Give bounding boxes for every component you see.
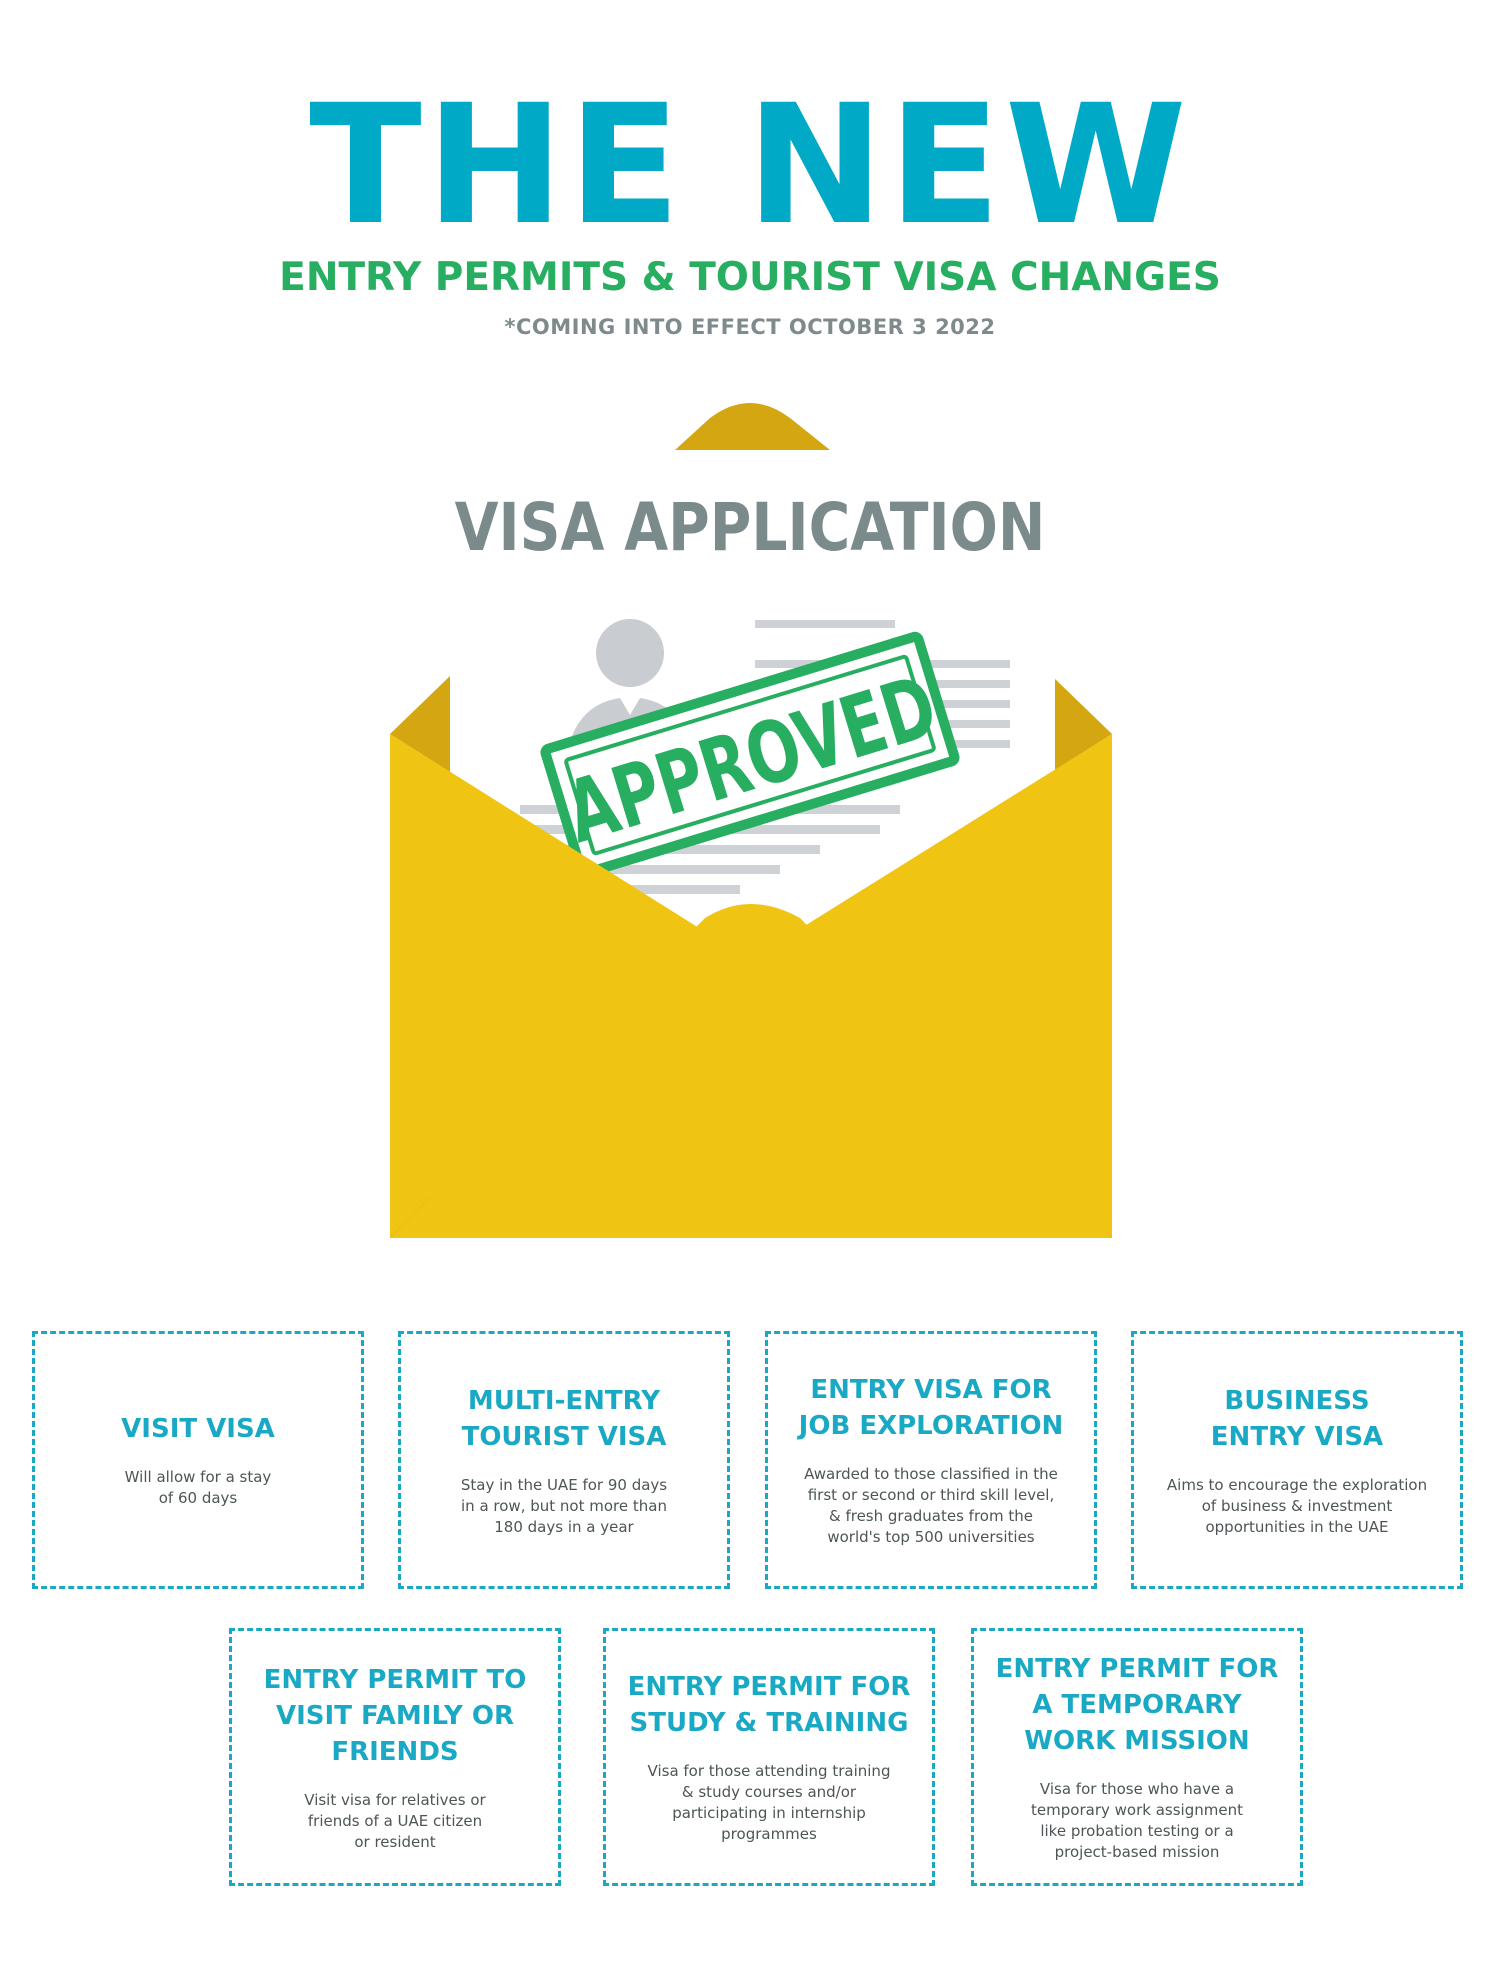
card-description: Stay in the UAE for 90 days in a row, bu… bbox=[460, 1475, 668, 1536]
card-description: Visit visa for relatives or friends of a… bbox=[304, 1790, 486, 1851]
person-avatar-icon bbox=[565, 619, 695, 765]
visa-card-study-training: ENTRY PERMIT FOR STUDY & TRAINING Visa f… bbox=[603, 1628, 935, 1886]
card-title: MULTI-ENTRY TOURIST VISA bbox=[461, 1385, 667, 1452]
card-title: ENTRY PERMIT FOR A TEMPORARY WORK MISSIO… bbox=[995, 1654, 1279, 1756]
envelope-back-left bbox=[390, 676, 450, 772]
headline: THE NEW bbox=[309, 69, 1191, 261]
card-title: BUSINESS ENTRY VISA bbox=[1210, 1385, 1384, 1452]
stamp-text: APPROVED bbox=[555, 656, 948, 862]
approved-stamp-icon: APPROVED bbox=[540, 631, 960, 879]
envelope-back-right bbox=[1052, 676, 1112, 772]
visa-card-job-exploration: ENTRY VISA FOR JOB EXPLORATION Awarded t… bbox=[765, 1331, 1097, 1589]
section-title: VISA APPLICATION bbox=[454, 489, 1046, 566]
effective-date-note: *COMING INTO EFFECT OCTOBER 3 2022 bbox=[504, 315, 996, 339]
visa-card-temporary-work-mission: ENTRY PERMIT FOR A TEMPORARY WORK MISSIO… bbox=[971, 1628, 1303, 1886]
card-description: Aims to encourage the exploration of bus… bbox=[1166, 1475, 1428, 1536]
card-description: Awarded to those classified in the first… bbox=[804, 1465, 1058, 1546]
visa-card-multi-entry-tourist-visa: MULTI-ENTRY TOURIST VISA Stay in the UAE… bbox=[398, 1331, 730, 1589]
card-description: Visa for those who have a temporary work… bbox=[1031, 1780, 1243, 1861]
card-description: Visa for those attending training & stud… bbox=[647, 1762, 891, 1843]
visa-card-visit-family-friends: ENTRY PERMIT TO VISIT FAMILY OR FRIENDS … bbox=[229, 1628, 561, 1886]
card-title: ENTRY VISA FOR JOB EXPLORATION bbox=[798, 1375, 1064, 1441]
card-description: Will allow for a stay of 60 days bbox=[124, 1468, 272, 1507]
dome-icon bbox=[675, 403, 830, 450]
visa-card-business-entry-visa: BUSINESS ENTRY VISA Aims to encourage th… bbox=[1131, 1331, 1463, 1589]
card-title: ENTRY PERMIT FOR STUDY & TRAINING bbox=[627, 1672, 911, 1738]
document-icon bbox=[450, 610, 1055, 1110]
envelope-icon bbox=[390, 734, 1112, 1238]
card-title: ENTRY PERMIT TO VISIT FAMILY OR FRIENDS bbox=[263, 1664, 527, 1767]
visa-card-visit-visa: VISIT VISA Will allow for a stay of 60 d… bbox=[32, 1331, 364, 1589]
card-title: VISIT VISA bbox=[121, 1414, 275, 1444]
subheadline: ENTRY PERMITS & TOURIST VISA CHANGES bbox=[279, 255, 1221, 300]
